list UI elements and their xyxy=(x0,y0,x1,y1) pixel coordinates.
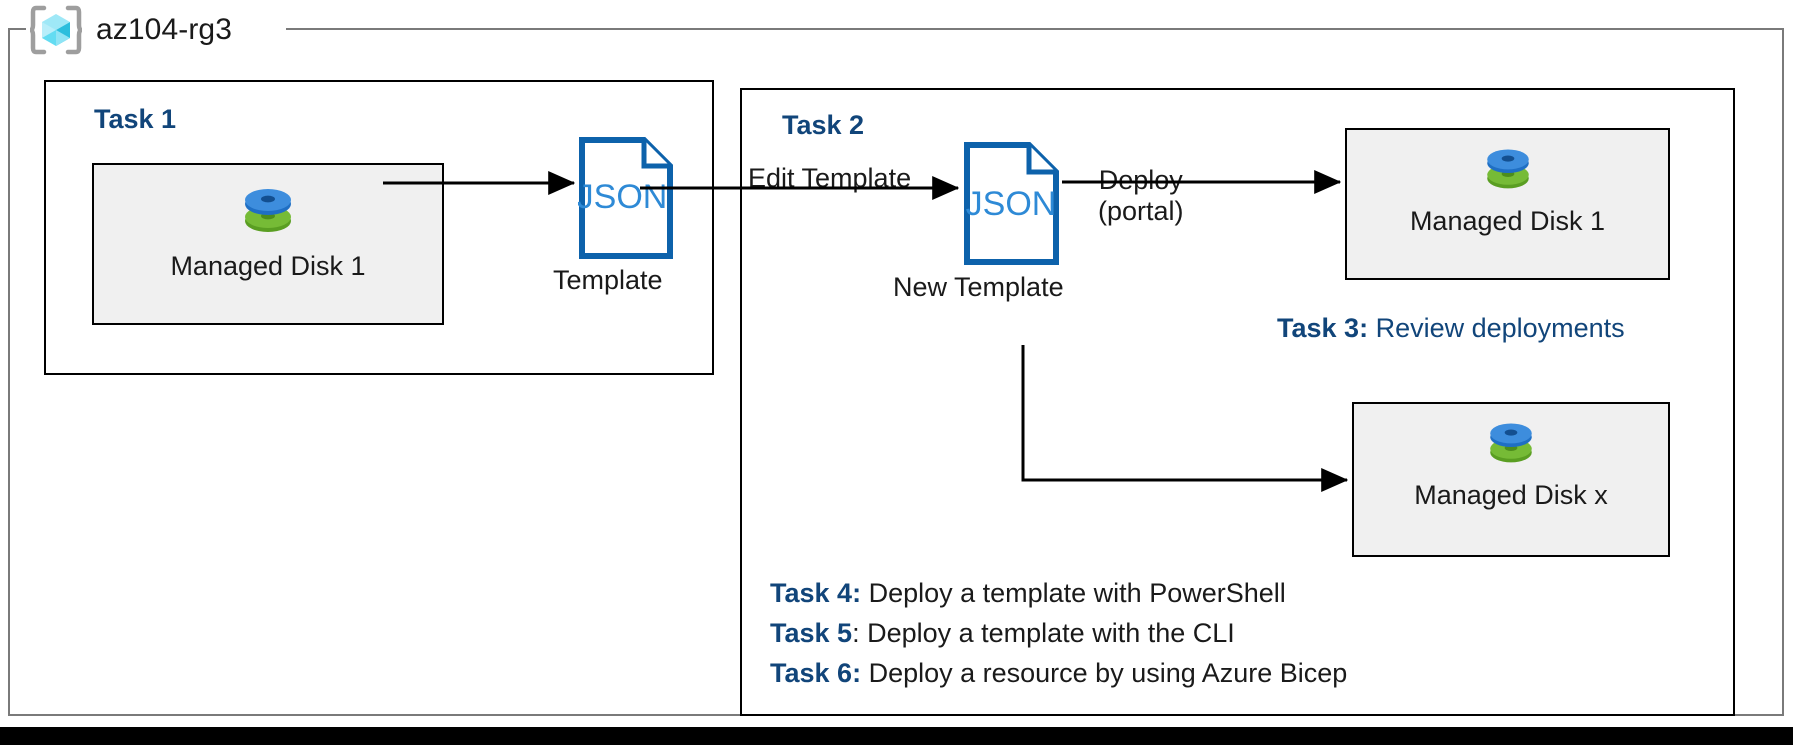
deploy-label-line-1: Deploy xyxy=(1098,165,1183,195)
task1-managed-disk-label: Managed Disk 1 xyxy=(170,251,366,281)
managed-disk-icon xyxy=(1490,423,1532,463)
task-6-description: Deploy a resource by using Azure Bicep xyxy=(861,658,1348,688)
json-doc-text: JSON xyxy=(578,178,667,216)
azure-resource-group-cube-icon xyxy=(30,5,82,55)
json-document-icon: JSON xyxy=(964,142,1059,265)
task-1-heading: Task 1 xyxy=(94,104,177,134)
task-5-key: Task 5 xyxy=(770,618,853,648)
json-document-icon: JSON xyxy=(578,137,673,259)
deploy-portal-arrow-label: Deploy (portal) xyxy=(1098,165,1184,228)
task2-output-disk-x-label: Managed Disk x xyxy=(1414,480,1608,510)
task-3-separator: : xyxy=(1359,313,1369,343)
bottom-black-bar xyxy=(0,727,1793,745)
task-5-note: Task 5: Deploy a template with the CLI xyxy=(770,618,1235,649)
task-4-separator: : xyxy=(852,578,862,608)
task-3-note: Task 3: Review deployments xyxy=(1277,313,1625,344)
task-3-key: Task 3 xyxy=(1277,313,1360,343)
task1-template-caption: Template xyxy=(553,265,663,295)
task2-output-managed-disk-x-tile: Managed Disk x xyxy=(1352,402,1670,557)
json-doc-text: JSON xyxy=(966,185,1057,223)
task1-managed-disk-tile: Managed Disk 1 xyxy=(92,163,444,325)
resource-group-name: az104-rg3 xyxy=(96,13,232,46)
task-5-separator: : xyxy=(852,618,860,648)
deploy-label-line-2: (portal) xyxy=(1098,196,1184,227)
managed-disk-icon xyxy=(1486,149,1529,189)
task-4-description: Deploy a template with PowerShell xyxy=(861,578,1286,608)
task1-json-template-icon: JSON xyxy=(578,136,674,260)
task-6-key: Task 6 xyxy=(770,658,853,688)
task2-output-managed-disk-1-tile: Managed Disk 1 xyxy=(1345,128,1670,280)
task-3-description: Review deployments xyxy=(1368,313,1625,343)
task-6-note: Task 6: Deploy a resource by using Azure… xyxy=(770,658,1347,689)
task-4-key: Task 4 xyxy=(770,578,853,608)
task-6-separator: : xyxy=(852,658,862,688)
resource-group-label: az104-rg3 xyxy=(30,4,232,56)
task-2-heading: Task 2 xyxy=(782,110,865,140)
edit-template-arrow-label: Edit Template xyxy=(748,163,912,193)
task2-new-template-icon: JSON xyxy=(963,141,1060,266)
task-5-description: Deploy a template with the CLI xyxy=(859,618,1235,648)
task2-output-disk-1-label: Managed Disk 1 xyxy=(1409,206,1606,236)
task2-new-template-caption: New Template xyxy=(893,272,1064,302)
managed-disk-icon xyxy=(245,189,291,232)
task-4-note: Task 4: Deploy a template with PowerShel… xyxy=(770,578,1286,609)
